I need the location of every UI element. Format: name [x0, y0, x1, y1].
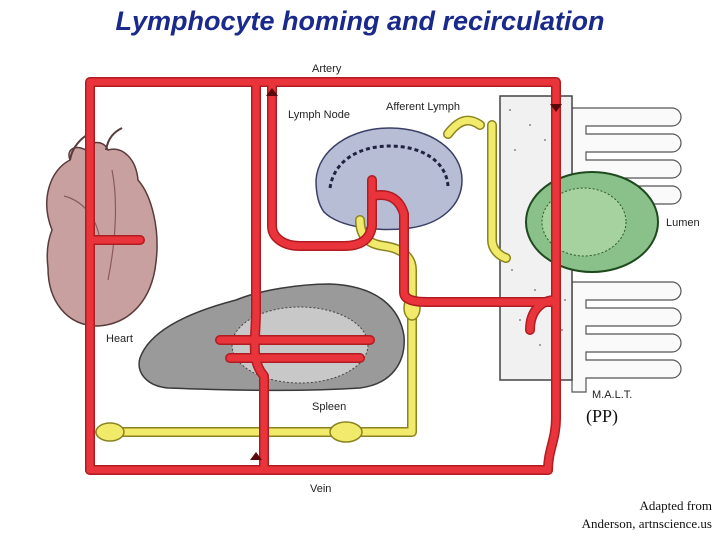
- lymph-node: [315, 127, 463, 231]
- label-afferent-lymph: Afferent Lymph: [386, 101, 460, 113]
- credit-line-1: Adapted from: [639, 498, 712, 513]
- lymph-node-cortex: [328, 144, 450, 189]
- source-credit: Adapted from Anderson, artnscience.us: [582, 497, 712, 533]
- label-vein: Vein: [310, 483, 331, 495]
- label-lymph-node: Lymph Node: [288, 109, 350, 121]
- label-heart: Heart: [106, 333, 133, 345]
- peyers-patch-germinal-center: [541, 187, 627, 257]
- flow-arrows: [250, 88, 562, 460]
- pp-label: (PP): [586, 406, 619, 426]
- label-spleen: Spleen: [312, 401, 346, 413]
- label-malt: M.A.L.T.: [592, 389, 632, 401]
- label-lumen: Lumen: [666, 217, 700, 229]
- label-artery: Artery: [312, 63, 342, 75]
- credit-line-2: Anderson, artnscience.us: [581, 516, 712, 531]
- diagram-title: Lymphocyte homing and recirculation: [115, 6, 605, 36]
- heart: [46, 127, 158, 327]
